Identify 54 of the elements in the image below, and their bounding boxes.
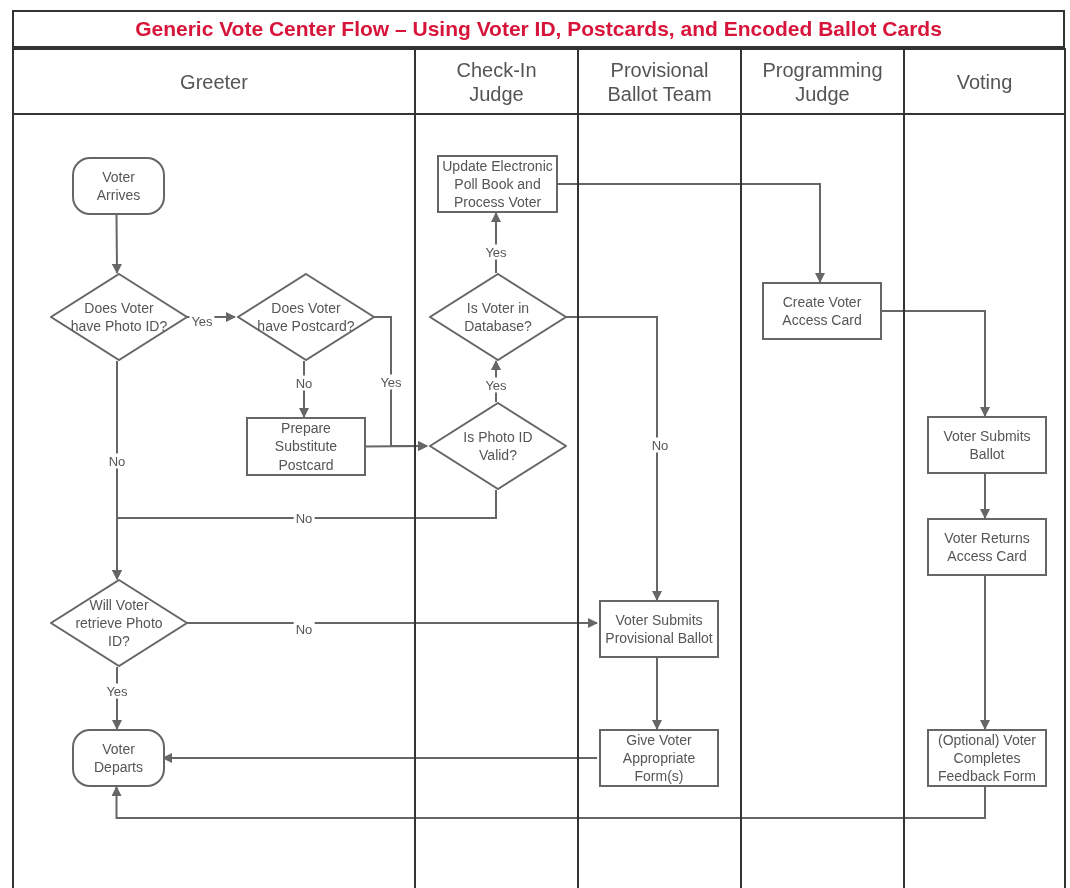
process-box — [927, 416, 1047, 474]
process-box — [246, 417, 366, 476]
diagram-title: Generic Vote Center Flow – Using Voter ID, Postcards, and Encoded Ballot Cards — [12, 10, 1065, 48]
lane-heading: Voting — [956, 69, 1013, 94]
node-text: Give Voter Appropriate Form(s) — [621, 730, 697, 786]
decision-diamond — [237, 273, 375, 361]
decision-diamond — [429, 273, 567, 361]
node-text: Voter Submits Provisional Ballot — [604, 610, 714, 648]
node-text: Is Photo ID Valid? — [462, 427, 534, 465]
process-box — [762, 282, 882, 340]
edge-label: Yes — [483, 377, 509, 393]
node-text: (Optional) Voter Completes Feedback Form — [936, 730, 1038, 786]
edge-label: No — [293, 375, 315, 391]
lane-heading: Provisional Ballot Team — [606, 57, 713, 106]
swimlane — [903, 48, 1066, 888]
edge-label: No — [649, 437, 671, 453]
edge-label: No — [106, 453, 128, 469]
terminal-box — [72, 729, 165, 787]
node-text: Will Voter retrieve Photo ID? — [74, 595, 164, 651]
process-box — [599, 600, 719, 658]
arrow — [980, 473, 990, 519]
edge-label: Yes — [378, 374, 404, 390]
node-text: Voter Submits Ballot — [942, 426, 1032, 464]
edge-label: No — [293, 621, 315, 637]
node-text: Voter Departs — [93, 739, 144, 777]
process-box — [599, 729, 719, 787]
arrow — [111, 214, 122, 274]
swimlane — [12, 48, 416, 888]
arrow — [185, 618, 598, 628]
node-text: Voter Returns Access Card — [943, 528, 1031, 566]
node-text: Is Voter in Database? — [463, 298, 533, 336]
node-text: Update Electronic Poll Book and Process Voter — [441, 156, 554, 212]
lane-heading: Check-In Judge — [455, 57, 538, 106]
node-text: Voter Arrives — [95, 167, 142, 205]
arrow — [980, 575, 990, 730]
arrow — [112, 489, 497, 580]
edge-label: Yes — [189, 313, 215, 329]
process-box — [927, 518, 1047, 576]
node-text: Does Voter have Photo ID? — [69, 298, 169, 336]
arrow — [652, 657, 662, 730]
process-box — [927, 729, 1047, 787]
edge-label: Yes — [483, 244, 509, 260]
edge-label: Yes — [104, 683, 130, 699]
terminal-box — [72, 157, 165, 215]
arrow — [111, 786, 986, 819]
decision-diamond — [50, 273, 188, 361]
lane-heading: Programming Judge — [762, 57, 883, 106]
node-text: Create Voter Access Card — [781, 292, 863, 330]
node-text: Prepare Substitute Postcard — [273, 419, 339, 474]
lane-heading: Greeter — [180, 69, 248, 94]
node-text: Does Voter have Postcard? — [256, 298, 356, 336]
decision-diamond — [429, 402, 567, 490]
arrow — [564, 316, 662, 601]
decision-diamond — [50, 579, 188, 667]
